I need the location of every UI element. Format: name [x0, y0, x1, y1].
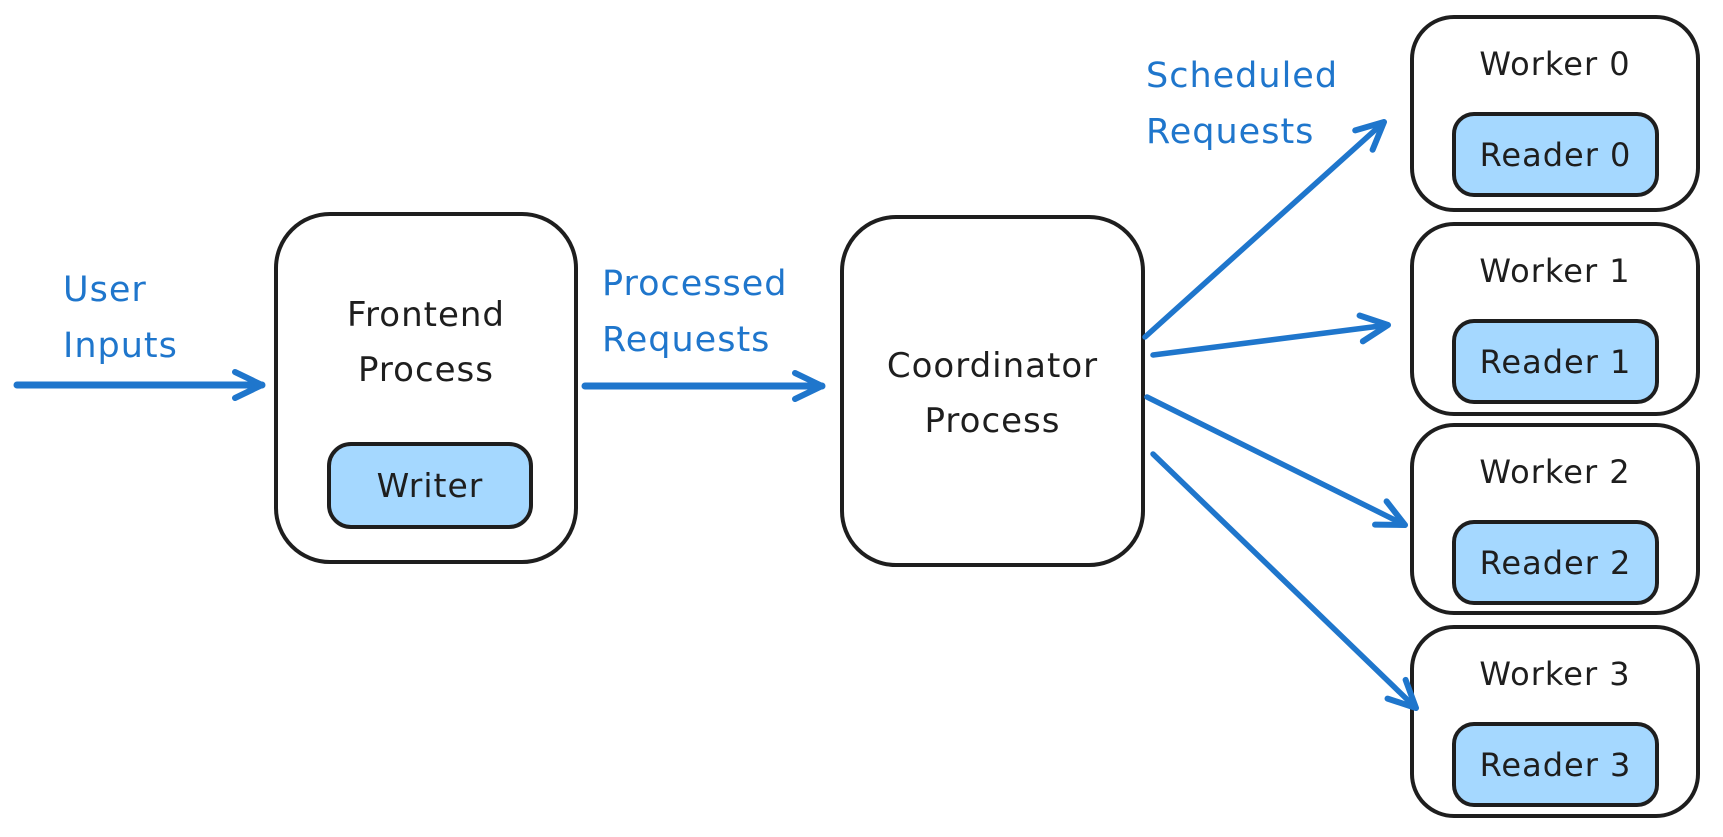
reader-1-label: Reader 1: [1479, 342, 1632, 381]
worker-1-title: Worker 1: [1479, 252, 1631, 290]
coordinator-process-title-line1: Coordinator: [886, 346, 1099, 386]
coordinator-process-title: Coordinator Process: [844, 339, 1141, 449]
writer-node-label: Writer: [376, 466, 484, 505]
worker-2-node: Worker 2 Reader 2: [1410, 423, 1700, 615]
coordinator-process-title-line2: Process: [924, 401, 1061, 441]
worker-0-node: Worker 0 Reader 0: [1410, 15, 1700, 212]
worker-2-title: Worker 2: [1479, 453, 1631, 491]
processed-requests-label: Processed Requests: [602, 256, 788, 368]
frontend-process-title-line1: Frontend: [346, 295, 506, 335]
scheduled-requests-label-line1: Scheduled: [1146, 56, 1339, 96]
reader-0-label: Reader 0: [1479, 135, 1632, 174]
user-inputs-label-line1: User: [63, 270, 147, 310]
arrow-coordinator-to-worker-3: [1150, 451, 1419, 711]
reader-2-label: Reader 2: [1479, 543, 1632, 582]
worker-0-title: Worker 0: [1479, 45, 1631, 83]
frontend-process-title: Frontend Process: [278, 288, 574, 398]
reader-3-label: Reader 3: [1479, 745, 1632, 784]
reader-3-node: Reader 3: [1452, 722, 1659, 807]
processed-requests-label-line1: Processed: [602, 264, 788, 304]
arrow-coordinator-to-worker-2: [1144, 394, 1408, 528]
reader-0-node: Reader 0: [1452, 112, 1659, 197]
worker-1-node: Worker 1 Reader 1: [1410, 222, 1700, 416]
coordinator-process-node: Coordinator Process: [840, 215, 1145, 567]
scheduled-requests-label: Scheduled Requests: [1146, 48, 1338, 160]
worker-3-node: Worker 3 Reader 3: [1410, 625, 1700, 818]
processed-requests-label-line2: Requests: [602, 320, 771, 360]
arrow-coordinator-to-worker-1: [1150, 312, 1391, 358]
reader-2-node: Reader 2: [1452, 520, 1659, 605]
reader-1-node: Reader 1: [1452, 319, 1659, 404]
frontend-process-node: Frontend Process Writer: [274, 212, 578, 564]
worker-3-title: Worker 3: [1479, 655, 1631, 693]
writer-node: Writer: [327, 442, 533, 529]
user-inputs-label: User Inputs: [63, 262, 178, 374]
scheduled-requests-label-line2: Requests: [1146, 112, 1315, 152]
user-inputs-label-line2: Inputs: [63, 326, 178, 366]
frontend-process-title-line2: Process: [358, 350, 494, 390]
